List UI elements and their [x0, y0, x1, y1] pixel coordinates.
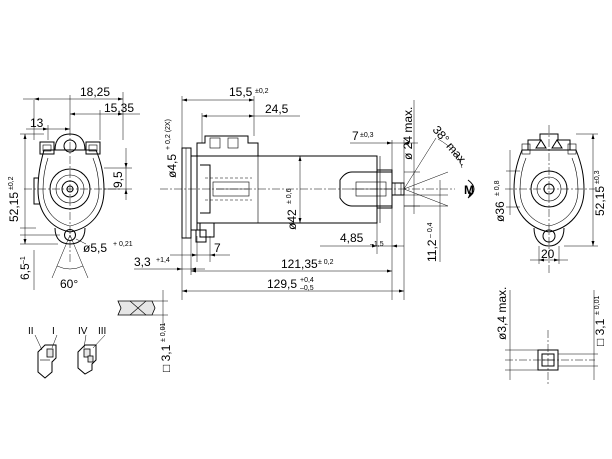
dim-sq-3-1-left: □ 3,1	[159, 344, 173, 372]
dim-18-25: 18,25	[80, 85, 110, 99]
dim-15-5-tol: ±0,2	[255, 88, 269, 95]
dim-dia-3-4-max: ø3,4 max.	[495, 287, 509, 340]
terminal-label-II: II	[28, 326, 34, 337]
main-side-view	[134, 96, 475, 300]
right-end-view	[505, 125, 598, 275]
dim-52-15-right: 52,15	[593, 186, 607, 216]
shaft-detail-view	[505, 290, 598, 385]
left-end-view	[20, 92, 140, 290]
square-shaft-detail	[117, 290, 168, 330]
dim-dia-24-max: ø 24 max.	[401, 107, 415, 160]
dim-3-3-tol: +1,4	[156, 257, 170, 264]
dim-dia-42: ø42	[285, 209, 299, 230]
dim-3-3: 3,3	[134, 255, 151, 269]
dim-sq-3-1-left-tol: ± 0,01	[160, 322, 167, 342]
dim-20: 20	[541, 247, 555, 261]
dim-6-5-tol: –1	[20, 256, 27, 264]
dim-121-35: 121,35	[281, 257, 318, 271]
dim-dia-4-5-tol: + 0,2 (2X)	[165, 119, 172, 150]
dim-11-2-tol: – 0,4	[427, 222, 434, 238]
dim-dia-42-tol: ± 0,6	[286, 188, 293, 204]
terminal-label-III: III	[98, 326, 106, 337]
dim-sq-3-1-right: □ 3,1	[593, 318, 607, 346]
dim-129-5: 129,5	[267, 277, 297, 291]
motor-symbol: M	[464, 183, 474, 197]
dim-dia-5-5-tol: + 0,21	[113, 241, 133, 248]
dim-dia-4-5: ø4,5	[165, 154, 179, 178]
dim-13: 13	[30, 116, 44, 130]
dim-7-bottom: 7	[214, 241, 221, 255]
dim-52-15-left-tol: ±0,2	[8, 176, 15, 190]
dim-11-2: 11,2	[425, 239, 439, 262]
dim-15-5: 15,5	[229, 85, 253, 99]
dim-60-degree: 60°	[60, 277, 78, 291]
dim-4-85: 4,85	[340, 231, 364, 245]
dim-52-15-left: 52,15	[7, 192, 21, 222]
dim-sq-3-1-right-tol: ± 0,01	[594, 295, 601, 315]
dim-15-35: 15,35	[104, 101, 134, 115]
dim-7-top: 7	[352, 129, 359, 143]
dim-7-top-tol: ±0,3	[360, 132, 374, 139]
dim-24-5: 24,5	[265, 102, 289, 116]
dim-121-35-tol: ± 0,2	[318, 259, 334, 266]
dim-4-85-tol: –1,5	[370, 241, 384, 248]
dim-38-deg-max: 38° max.	[430, 123, 471, 168]
terminal-label-IV: IV	[78, 326, 88, 337]
dim-dia-36: ø36	[493, 201, 507, 222]
terminal-label-I: I	[52, 326, 55, 337]
dim-9-5: 9,5	[111, 171, 125, 188]
dim-52-15-right-tol: ±0,3	[594, 170, 601, 184]
dim-129-5-tol-upper: +0,4	[300, 277, 314, 284]
dim-129-5-tol-lower: –0,5	[300, 285, 314, 292]
terminal-detail	[34, 334, 106, 379]
dim-dia-5-5: ø5,5	[83, 241, 107, 255]
dim-dia-36-tol: ± 0,8	[494, 180, 501, 196]
dim-6-5: 6,5	[18, 263, 32, 280]
